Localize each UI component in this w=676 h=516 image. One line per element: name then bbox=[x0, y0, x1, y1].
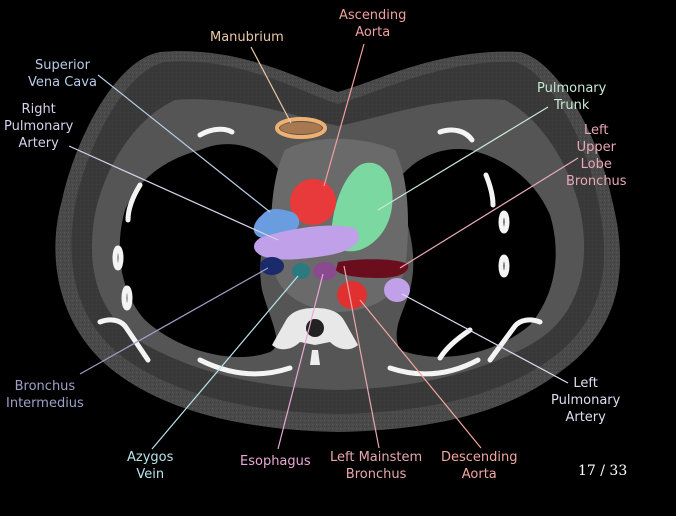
manubrium-structure bbox=[275, 117, 327, 139]
label-text: Bronchus bbox=[566, 174, 627, 189]
label-text: Vein bbox=[136, 467, 165, 482]
label-pulmonary-trunk: Pulmonary Trunk bbox=[537, 80, 606, 114]
label-text: Right bbox=[21, 102, 56, 117]
label-left-mainstem-bronchus: Left Mainstem Bronchus bbox=[330, 449, 422, 483]
manubrium-fill bbox=[280, 122, 322, 134]
label-text: Left Mainstem bbox=[330, 450, 423, 465]
label-text: Esophagus bbox=[240, 454, 311, 469]
label-text: Descending bbox=[441, 450, 518, 465]
leader-esophagus bbox=[277, 273, 324, 450]
leader-azygos-vein bbox=[151, 275, 299, 450]
label-left-pulmonary-artery: Left Pulmonary Artery bbox=[551, 375, 620, 426]
label-text: Manubrium bbox=[210, 30, 284, 45]
label-text: Pulmonary bbox=[537, 81, 607, 96]
leader-right-pulmonary-artery bbox=[68, 145, 279, 241]
label-esophagus: Esophagus bbox=[240, 453, 311, 470]
ribs bbox=[97, 126, 543, 377]
label-left-upper-lobe-bronchus: Left Upper Lobe Bronchus bbox=[566, 122, 627, 190]
label-ascending-aorta: Ascending Aorta bbox=[339, 7, 406, 41]
leader-ascending-aorta bbox=[323, 43, 365, 187]
slice-counter: 17 / 33 bbox=[578, 463, 628, 479]
leader-bronchus-intermedius bbox=[79, 267, 269, 375]
ascending-aorta-structure bbox=[290, 179, 336, 225]
leader-superior-vena-cava bbox=[97, 74, 271, 213]
label-text: Artery bbox=[565, 410, 606, 425]
label-text: Artery bbox=[18, 136, 59, 151]
leader-left-mainstem-bronchus bbox=[343, 265, 380, 449]
descending-aorta-structure bbox=[337, 281, 367, 309]
leader-left-upper-lobe-bronchus bbox=[399, 157, 579, 269]
right-lung bbox=[119, 144, 285, 357]
label-text: Ascending bbox=[339, 8, 407, 23]
label-text: Bronchus bbox=[14, 379, 76, 394]
label-text: Vena Cava bbox=[28, 75, 97, 90]
esophagus-structure bbox=[313, 262, 337, 280]
label-manubrium: Manubrium bbox=[210, 29, 284, 46]
label-text: Aorta bbox=[355, 25, 391, 40]
label-text: Trunk bbox=[553, 98, 590, 113]
label-superior-vena-cava: Superior Vena Cava bbox=[28, 57, 97, 91]
leader-manubrium bbox=[250, 46, 292, 124]
label-text: Superior bbox=[34, 58, 90, 73]
left-pulmonary-artery-structure bbox=[384, 278, 410, 302]
right-pulmonary-artery-structure bbox=[254, 225, 359, 260]
leader-pulmonary-trunk bbox=[377, 106, 549, 211]
bronchus-intermedius-structure bbox=[260, 257, 284, 275]
label-text: Upper bbox=[576, 140, 616, 155]
label-text: Azygos bbox=[127, 450, 174, 465]
label-bronchus-intermedius: Bronchus Intermedius bbox=[6, 378, 84, 412]
label-text: Pulmonary bbox=[551, 393, 621, 408]
label-text: Left bbox=[573, 376, 598, 391]
azygos-vein-structure bbox=[292, 263, 310, 279]
label-text: Aorta bbox=[461, 467, 497, 482]
label-text: Bronchus bbox=[345, 467, 407, 482]
label-text: Intermedius bbox=[6, 396, 84, 411]
label-text: Left bbox=[584, 123, 609, 138]
left-mainstem-bronchus-structure bbox=[336, 259, 409, 278]
leader-left-pulmonary-artery bbox=[401, 293, 569, 384]
label-text: Pulmonary bbox=[4, 119, 74, 134]
label-text: Lobe bbox=[580, 157, 612, 172]
label-right-pulmonary-artery: Right Pulmonary Artery bbox=[4, 101, 73, 152]
left-lung bbox=[395, 149, 556, 357]
leader-descending-aorta bbox=[359, 299, 482, 449]
label-descending-aorta: Descending Aorta bbox=[441, 449, 518, 483]
label-azygos-vein: Azygos Vein bbox=[127, 449, 173, 483]
leader-lines bbox=[68, 43, 579, 450]
